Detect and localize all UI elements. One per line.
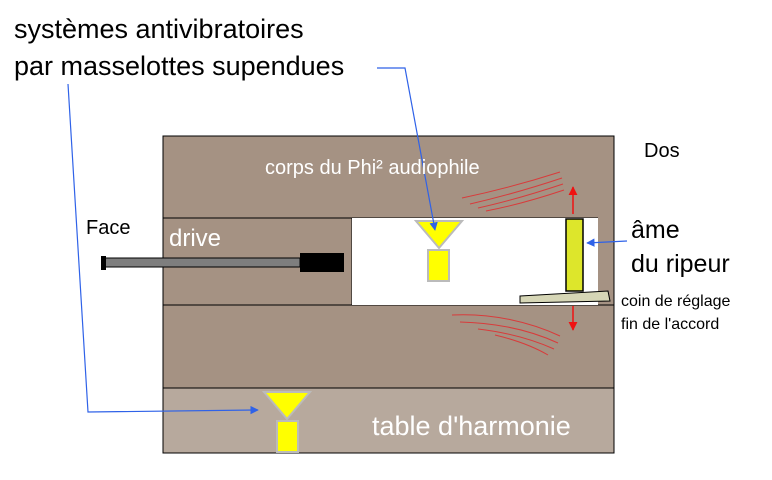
label-ame-line-2: du ripeur <box>631 250 730 278</box>
adjustment-wedge <box>519 290 611 304</box>
title-line-2: par masselottes supendues <box>14 51 344 81</box>
label-corps: corps du Phi² audiophile <box>265 157 480 179</box>
suspended-mass-lower <box>261 391 313 453</box>
drive-rod-end <box>300 253 344 272</box>
label-coin-line-1: coin de réglage <box>621 293 731 310</box>
leader-line-soundboard-mass <box>67 83 259 415</box>
label-ame-line-1: âme <box>631 216 680 244</box>
leader-line-cavity-mass <box>377 67 438 231</box>
upper-body-block <box>162 135 615 219</box>
soul-post <box>565 218 584 292</box>
drive-rod <box>103 257 301 268</box>
title-line-1: systèmes antivibratoires <box>14 14 304 44</box>
label-coin-line-2: fin de l'accord <box>621 316 719 333</box>
label-drive: drive <box>169 225 221 252</box>
label-face: Face <box>86 217 130 239</box>
grain-lines-upper <box>461 171 565 212</box>
label-table: table d'harmonie <box>372 411 571 441</box>
leader-line-soul-post <box>586 238 628 247</box>
label-dos: Dos <box>644 140 680 162</box>
lower-body-block <box>162 304 615 389</box>
right-pillar <box>598 217 614 306</box>
cavity <box>352 218 598 305</box>
soundboard-block <box>162 387 615 454</box>
grain-lines-lower <box>451 314 561 356</box>
suspended-mass-upper <box>413 220 465 282</box>
